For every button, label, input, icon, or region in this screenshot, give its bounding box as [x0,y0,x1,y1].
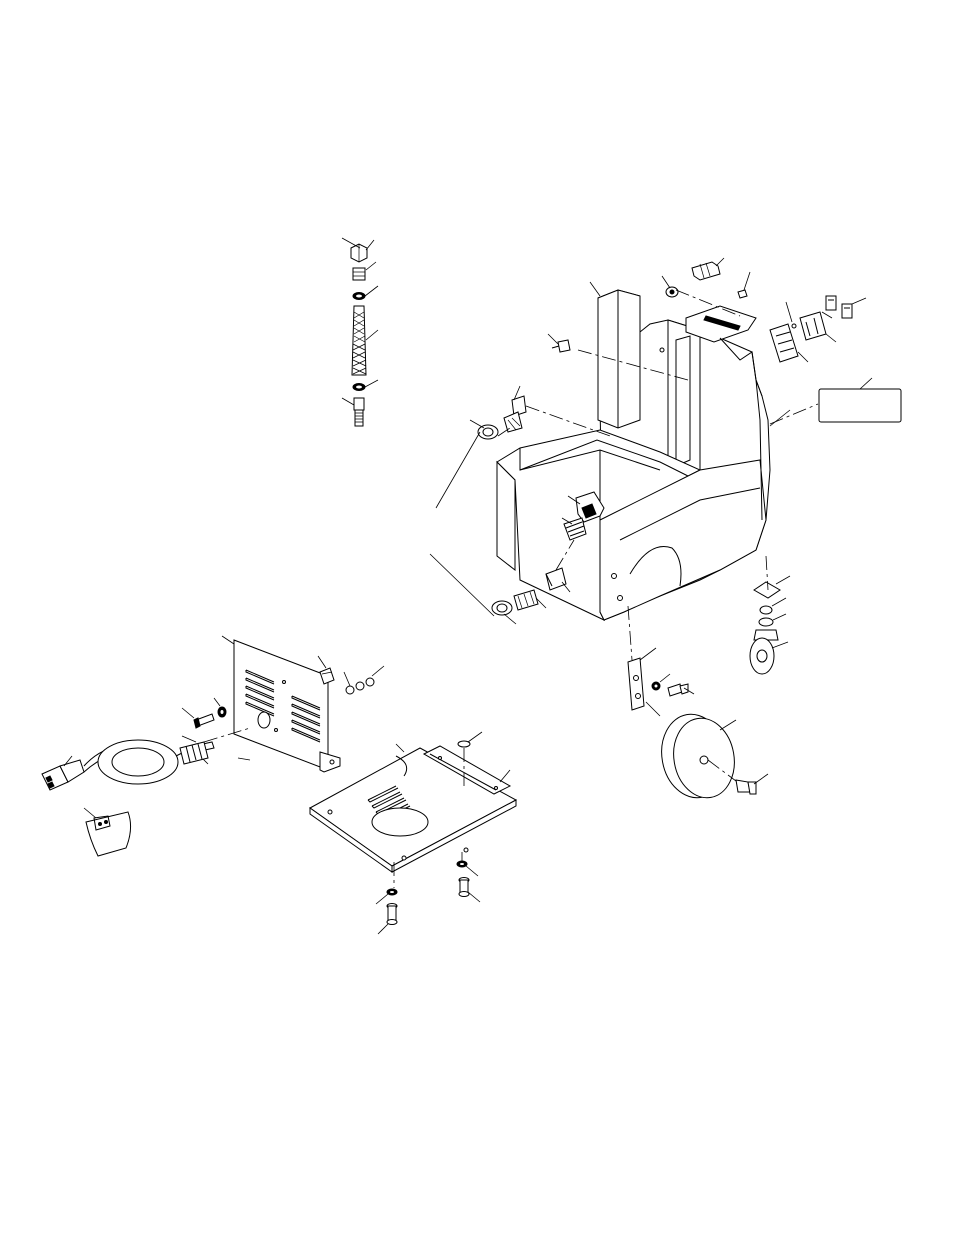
hose-threaded-fitting-part [354,398,364,426]
label-plate-part [738,272,750,298]
small-screw-part [548,334,570,352]
braided-hose-part [352,306,366,375]
lower-barb-fitting-part [514,590,546,610]
panel-screw-upper-part [182,708,214,728]
axle-washer-part [652,674,670,690]
base-plate-assembly [310,732,516,934]
power-cord-assembly [42,736,208,856]
hose-washer-bottom-part [353,384,365,391]
top-fitting-part [692,258,724,280]
hose-assembly [342,238,378,426]
panel-nuts-part [344,666,384,694]
wheel-part [655,709,740,803]
cart-frame-assembly [497,290,770,620]
elbow-fitting-part [504,386,526,432]
cord-coil-part [84,740,184,784]
base-bolt-left-part [378,904,397,935]
base-bolt-right-part [459,878,480,903]
hose-fitting-part [353,268,365,280]
switch-bracket-part [792,312,826,340]
caster-assembly [750,556,790,674]
hose-end-nut-part [351,244,367,262]
rocker-switch-part [826,296,852,318]
cord-plug-part [42,756,84,790]
axle-bolt-part [668,684,694,696]
hose-clamp-bottom-part [492,601,516,624]
label-box [819,389,901,422]
base-plate-part [310,744,516,872]
wheel-assembly [628,606,768,803]
base-washer-right-part [457,852,478,876]
panel-washer-part [214,698,226,717]
hose-washer-top-part [353,293,365,300]
switch-plate-part [770,324,798,362]
top-washer-part [662,276,678,297]
control-panel-part [222,636,340,772]
control-panel-assembly [182,636,384,772]
cord-clip-part [84,808,131,856]
hose-clamp-top-part [470,420,498,439]
